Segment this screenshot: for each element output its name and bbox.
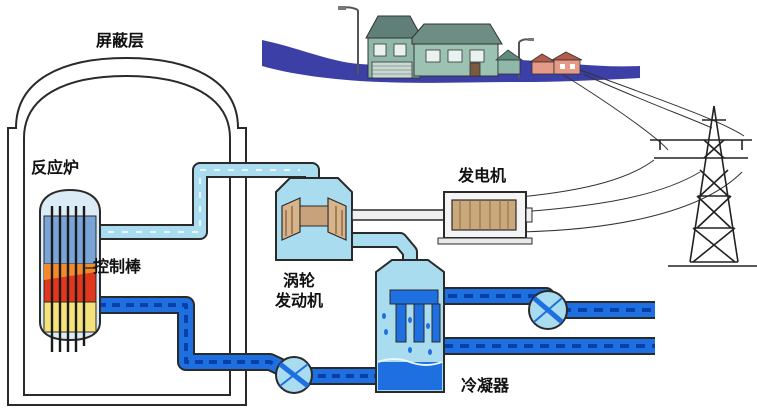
generator-label: 发电机 (458, 166, 507, 185)
main-house (365, 15, 503, 79)
control-rods (50, 206, 86, 352)
transmission-tower (650, 105, 757, 267)
cooling-water-pump (528, 290, 568, 330)
small-house-2 (528, 53, 558, 75)
small-house-3 (550, 51, 583, 75)
residential-area (262, 6, 640, 83)
turbine-label-line1: 涡轮 (283, 271, 316, 290)
feedwater-pipe (80, 296, 380, 385)
small-house-1 (494, 49, 524, 75)
feedwater-pump (275, 356, 313, 394)
reactor-vessel (39, 188, 101, 352)
turbine-shaft (351, 209, 459, 221)
condenser (375, 259, 445, 393)
turbine-label: 涡轮 发动机 (275, 271, 323, 311)
turbine-label-line2: 发动机 (275, 291, 324, 310)
control-rods-label: 控制棒 (93, 257, 142, 276)
street-lamp-left (338, 6, 359, 74)
reactor-label: 反应炉 (31, 158, 80, 177)
containment-label: 屏蔽层 (96, 31, 145, 50)
steam-turbine (275, 177, 353, 261)
condenser-label: 冷凝器 (461, 376, 510, 395)
generator (437, 191, 533, 245)
power-lines (519, 69, 745, 233)
